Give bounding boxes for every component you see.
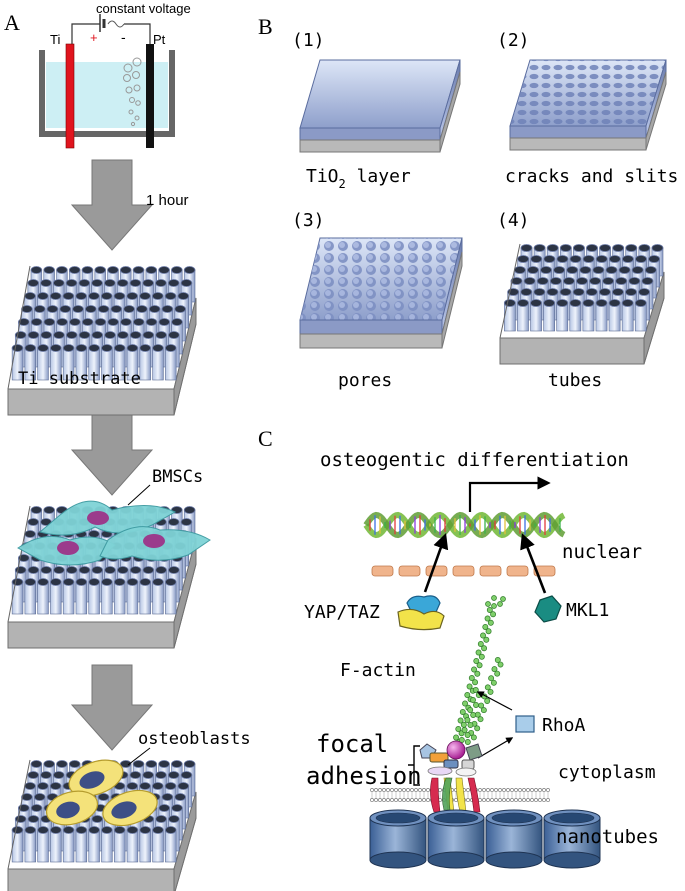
process-arrow-1	[70, 159, 154, 251]
gas-bubbles	[123, 57, 142, 127]
caption-tio2: TiO2 layer	[306, 166, 411, 191]
transcription-arrow	[468, 476, 551, 512]
step-time-label: 1 hour	[146, 192, 189, 209]
bmsc-nucleus	[143, 534, 165, 548]
talin-vinculin	[446, 740, 466, 760]
mkl1-protein	[534, 595, 562, 623]
nanotube-cylinders	[369, 809, 601, 869]
cytoplasm-label: cytoplasm	[558, 762, 656, 783]
nanotubes-label: nanotubes	[556, 826, 659, 848]
osteoblast-nucleus	[56, 801, 80, 819]
tio2-layer-block	[299, 59, 461, 153]
rhoa-label: RhoA	[542, 715, 586, 736]
cell-title: constant voltage	[96, 1, 191, 16]
osteoblast-nucleus	[111, 801, 137, 819]
osteoblast-cells	[45, 759, 158, 827]
bmsc-nucleus	[87, 511, 109, 525]
bmsc-nucleus	[57, 541, 79, 555]
f-actin-label: F-actin	[340, 660, 416, 681]
anodization-cell: constant voltage + - Ti Pt	[39, 1, 191, 149]
anode-label: Ti	[50, 32, 60, 47]
cell-membrane	[370, 788, 550, 802]
cracks-block	[509, 59, 667, 151]
f-actin-filaments	[450, 595, 506, 749]
pt-electrode	[146, 44, 154, 148]
focal-label: focal	[316, 730, 388, 758]
morph-index-1: (1)	[292, 30, 325, 51]
pores-block	[299, 237, 463, 349]
caption-pores: pores	[338, 370, 392, 391]
bmscs-label: BMSCs	[152, 467, 203, 487]
osteoblast-nucleus	[79, 771, 105, 789]
morph-index-2: (2)	[497, 30, 530, 51]
caption-tubes: tubes	[548, 370, 602, 391]
process-arrow-3	[70, 664, 154, 751]
mkl1-label: MKL1	[566, 600, 609, 621]
dna-helix	[363, 511, 566, 539]
bmsc-cells	[17, 500, 211, 566]
integrins	[430, 777, 481, 813]
adhesion-label: adhesion	[306, 762, 422, 790]
process-arrow-2	[70, 409, 154, 496]
substrate-label: Ti substrate	[18, 369, 141, 389]
nuclear-label: nuclear	[562, 541, 642, 563]
morph-index-3: (3)	[292, 210, 325, 231]
nanotube-array-block-1	[7, 265, 197, 416]
yap-taz-label: YAP/TAZ	[304, 602, 380, 623]
focal-adhesion-complex	[419, 740, 483, 777]
differentiation-title: osteogentic differentiation	[320, 449, 629, 471]
panel-a-label: A	[4, 10, 20, 35]
osteoblasts-label: osteoblasts	[138, 729, 251, 749]
plus-sign: +	[90, 30, 98, 45]
panel-c-label: C	[258, 426, 273, 451]
caption-cracks: cracks and slits	[505, 166, 678, 187]
tubes-block	[499, 243, 665, 365]
beaker	[39, 50, 175, 137]
minus-sign: -	[121, 29, 126, 45]
cathode-label: Pt	[153, 32, 166, 47]
ti-electrode	[65, 43, 75, 149]
panel-b-label: B	[258, 14, 273, 39]
process-arrows	[70, 159, 154, 751]
nuclear-envelope	[371, 565, 556, 577]
taz-protein	[397, 608, 445, 631]
rhoa-protein	[515, 715, 535, 733]
morph-index-4: (4)	[497, 210, 530, 231]
